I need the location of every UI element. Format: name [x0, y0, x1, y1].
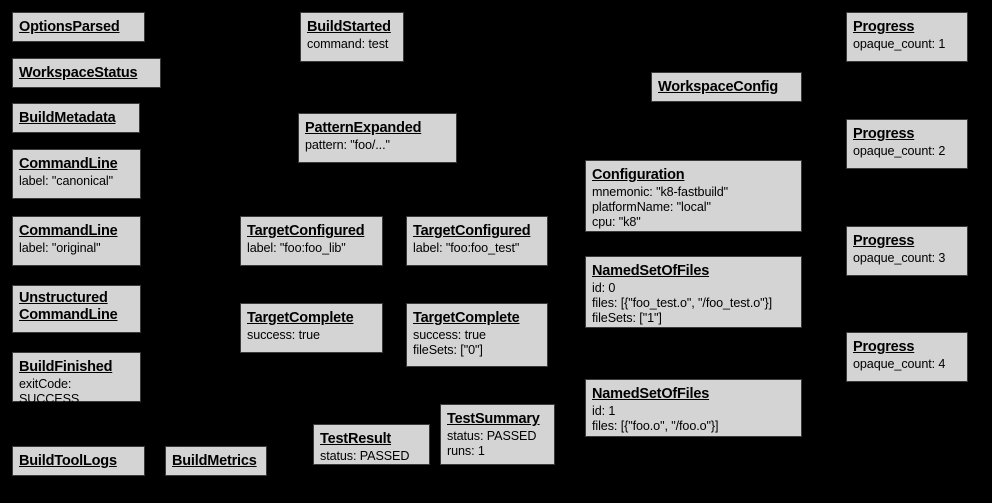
- node-command-line-canonical[interactable]: CommandLine label: "canonical": [12, 149, 141, 199]
- node-fields: mnemonic: "k8-fastbuild" platformName: "…: [592, 185, 729, 230]
- node-target-configured-lib[interactable]: TargetConfigured label: "foo:foo_lib": [240, 216, 383, 266]
- node-title: BuildToolLogs: [19, 453, 117, 469]
- node-workspace-config[interactable]: WorkspaceConfig: [651, 72, 802, 102]
- node-fields: exitCode: SUCCESS: [19, 377, 80, 407]
- node-build-metadata[interactable]: BuildMetadata: [12, 103, 140, 133]
- node-progress-3[interactable]: Progress opaque_count: 3: [846, 226, 968, 276]
- node-fields: label: "canonical": [19, 174, 113, 189]
- node-fields: opaque_count: 3: [853, 251, 946, 266]
- node-fields: success: true: [247, 328, 320, 343]
- node-progress-1[interactable]: Progress opaque_count: 1: [846, 12, 968, 62]
- node-fields: opaque_count: 2: [853, 144, 946, 159]
- node-fields: opaque_count: 4: [853, 357, 946, 372]
- node-title: WorkspaceConfig: [658, 79, 779, 95]
- node-title: BuildMetadata: [19, 110, 116, 126]
- node-progress-2[interactable]: Progress opaque_count: 2: [846, 119, 968, 169]
- node-title: TargetConfigured: [413, 223, 531, 239]
- node-named-set-of-files-1[interactable]: NamedSetOfFiles id: 1 files: [{"foo.o", "…: [585, 379, 802, 437]
- node-fields: status: PASSED runs: 1: [447, 429, 537, 459]
- node-title: WorkspaceStatus: [19, 65, 138, 81]
- node-title: TargetComplete: [413, 310, 520, 326]
- node-fields: command: test: [307, 37, 389, 52]
- node-title: TestResult: [320, 431, 392, 447]
- node-test-result[interactable]: TestResult status: PASSED: [313, 424, 430, 465]
- node-unstructured-cmdline[interactable]: Unstructured CommandLine: [12, 285, 141, 333]
- node-build-tool-logs[interactable]: BuildToolLogs: [12, 446, 145, 476]
- node-title: PatternExpanded: [305, 120, 422, 136]
- node-title: NamedSetOfFiles: [592, 263, 710, 279]
- node-target-complete-test[interactable]: TargetComplete success: true fileSets: ["…: [406, 303, 548, 367]
- node-title: BuildFinished: [19, 359, 113, 375]
- node-fields: label: "original": [19, 241, 101, 256]
- node-pattern-expanded[interactable]: PatternExpanded pattern: "foo/...": [298, 113, 457, 163]
- node-fields: label: "foo:foo_lib": [247, 241, 346, 256]
- node-title: OptionsParsed: [19, 19, 120, 35]
- node-target-complete-lib[interactable]: TargetComplete success: true: [240, 303, 383, 353]
- node-command-line-original[interactable]: CommandLine label: "original": [12, 216, 141, 266]
- node-title: Progress: [853, 233, 915, 249]
- node-options-parsed[interactable]: OptionsParsed: [12, 12, 145, 42]
- node-fields: success: true fileSets: ["0"]: [413, 328, 486, 358]
- node-fields: label: "foo:foo_test": [413, 241, 520, 256]
- node-title: TestSummary: [447, 411, 540, 427]
- node-fields: id: 1 files: [{"foo.o", "/foo.o"}]: [592, 404, 719, 434]
- node-fields: status: PASSED: [320, 449, 410, 464]
- node-title: BuildStarted: [307, 19, 391, 35]
- node-fields: opaque_count: 1: [853, 37, 946, 52]
- node-test-summary[interactable]: TestSummary status: PASSED runs: 1: [440, 404, 555, 465]
- node-target-configured-test[interactable]: TargetConfigured label: "foo:foo_test": [406, 216, 548, 266]
- node-title: Progress: [853, 126, 915, 142]
- node-title: BuildMetrics: [172, 453, 257, 469]
- node-title: TargetConfigured: [247, 223, 365, 239]
- node-progress-4[interactable]: Progress opaque_count: 4: [846, 332, 968, 382]
- node-title: Configuration: [592, 167, 685, 183]
- node-fields: id: 0 files: [{"foo_test.o", "/foo_test.…: [592, 281, 773, 326]
- node-title: TargetComplete: [247, 310, 354, 326]
- node-workspace-status[interactable]: WorkspaceStatus: [12, 58, 161, 88]
- node-title: Progress: [853, 339, 915, 355]
- node-title: Unstructured CommandLine: [19, 290, 118, 324]
- node-build-started[interactable]: BuildStarted command: test: [300, 12, 404, 62]
- node-title: CommandLine: [19, 223, 118, 239]
- node-configuration[interactable]: Configuration mnemonic: "k8-fastbuild" pl…: [585, 160, 802, 232]
- node-fields: pattern: "foo/...": [305, 138, 390, 153]
- node-build-finished[interactable]: BuildFinished exitCode: SUCCESS: [12, 352, 141, 406]
- node-title: Progress: [853, 19, 915, 35]
- node-title: CommandLine: [19, 156, 118, 172]
- node-build-metrics[interactable]: BuildMetrics: [165, 446, 267, 476]
- node-title: NamedSetOfFiles: [592, 386, 710, 402]
- node-named-set-of-files-0[interactable]: NamedSetOfFiles id: 0 files: [{"foo_test.…: [585, 256, 802, 328]
